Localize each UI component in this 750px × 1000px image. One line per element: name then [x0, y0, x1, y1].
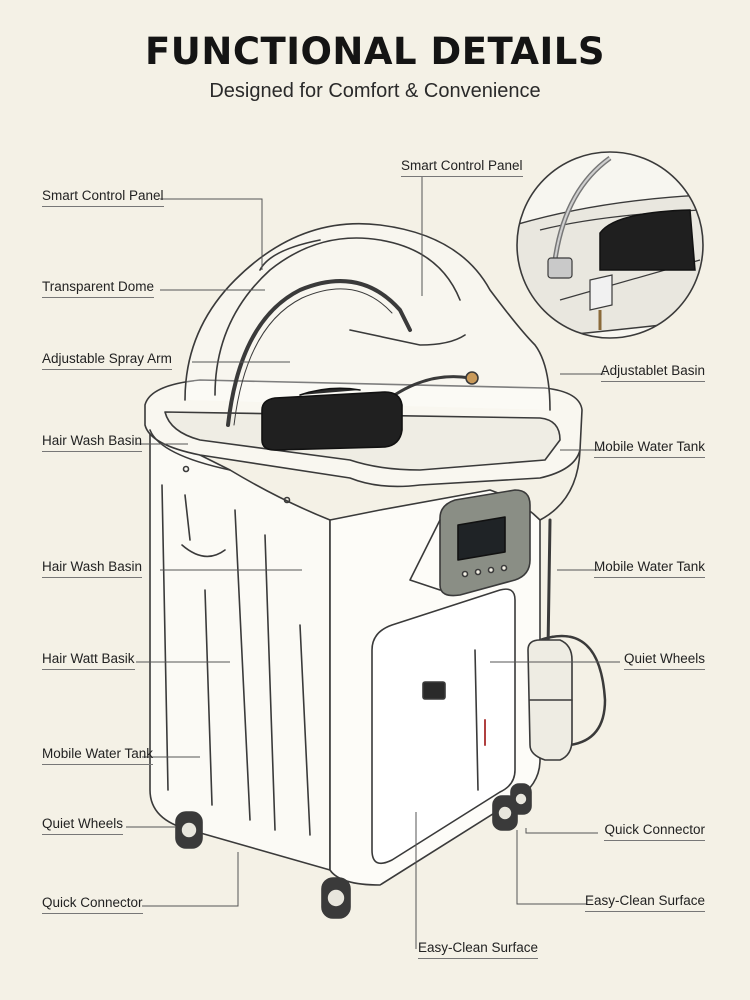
- inset-detail-view: [517, 152, 703, 338]
- callout-hair-wash-basin-upper: Hair Wash Basin: [42, 433, 143, 452]
- transparent-dome: [184, 222, 551, 411]
- body-left-column: [149, 429, 331, 871]
- leader-lines: [126, 176, 620, 949]
- callout-mobile-water-tank-right-upper: Mobile Water Tank: [593, 439, 705, 458]
- inset-frame: [516, 151, 704, 339]
- callout-quiet-wheels-left: Quiet Wheels: [42, 816, 124, 835]
- callout-hair-watt-basik: Hair Watt Basik: [42, 651, 135, 670]
- callout-smart-control-panel-right: Smart Control Panel: [401, 158, 523, 177]
- callout-smart-control-panel-left: Smart Control Panel: [42, 188, 164, 207]
- callout-easy-clean-surface-right: Easy-Clean Surface: [584, 893, 705, 912]
- wheel-front-right: [321, 877, 351, 919]
- callout-adjustable-spray-arm: Adjustable Spray Arm: [42, 351, 172, 370]
- page-title: FUNCTIONAL DETAILS: [145, 30, 605, 73]
- callout-quick-connector-left: Quick Connector: [42, 895, 143, 914]
- callout-quiet-wheels-right: Quiet Wheels: [623, 651, 705, 670]
- callout-transparent-dome: Transparent Dome: [42, 279, 155, 298]
- head-rest-cushion: [261, 391, 403, 451]
- callout-mobile-water-tank-left: Mobile Water Tank: [42, 746, 154, 765]
- spray-arm: [226, 279, 412, 427]
- wheel-front-left: [175, 811, 203, 849]
- callout-easy-clean-surface-bottom: Easy-Clean Surface: [418, 940, 539, 959]
- water-hose: [546, 518, 552, 652]
- storage-door: [371, 588, 516, 865]
- callout-hair-wash-basin-middle: Hair Wash Basin: [42, 559, 143, 578]
- callout-mobile-water-tank-right: Mobile Water Tank: [593, 559, 705, 578]
- callout-adjustable-basin: Adjustablet Basin: [600, 363, 705, 382]
- wheel-back-far: [510, 783, 532, 815]
- page-subtitle: Designed for Comfort & Convenience: [209, 80, 541, 102]
- callout-quick-connector-right: Quick Connector: [604, 822, 705, 841]
